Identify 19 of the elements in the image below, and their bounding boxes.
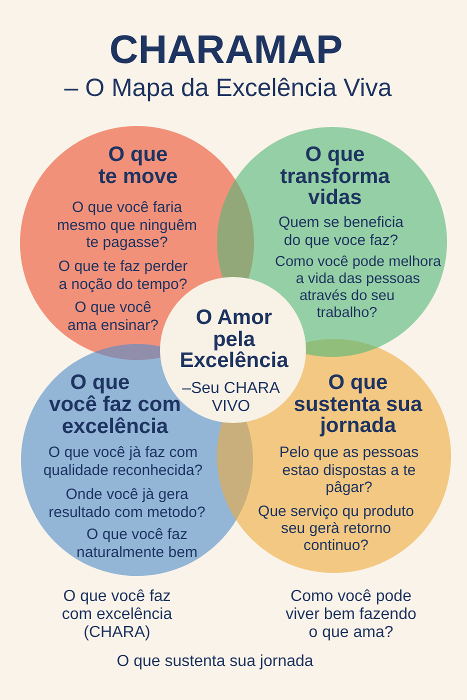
subtitle: – O Mapa da Excelência Viva: [63, 76, 393, 101]
circle-heading: O que transforma vidas: [279, 144, 391, 208]
circle-heading: O que sustenta sua jornada: [292, 372, 424, 436]
question-text: Que serviço qu produto seu gerà retorno continuo?: [257, 503, 415, 554]
circle-caption: O que você faz com excelência (CHARA): [60, 588, 174, 642]
question-text: Onde você jà gera resultado com metodo?: [48, 486, 206, 521]
circle-heading: O que te move: [98, 144, 178, 188]
question-text: O que te faz perder a noção do tempo?: [57, 258, 189, 293]
title: CHARAMAP: [108, 30, 344, 70]
question-text: O que você faria mesmo que ninguêm te pagasse?: [56, 199, 198, 252]
question-text: O que você jà faz com qualidade reconhecida?: [42, 444, 204, 479]
question-text: Quem se beneficia do que voce faz?: [277, 214, 405, 249]
circle-heading: O que você faz com excelência: [48, 372, 182, 438]
note-text: O que sustenta sua jornada: [116, 653, 314, 671]
question-text: Pelo que as pessoas estao dispostas a te pâgar?: [278, 444, 420, 496]
tagline: –Seu CHARA VIVO: [181, 380, 281, 415]
question-text: O que você faz naturalmente bem: [76, 526, 198, 561]
question-text: O que você ama ensinar?: [66, 299, 160, 334]
circle-caption: Como você pode viver bem fazendo o que ama?: [284, 588, 418, 642]
